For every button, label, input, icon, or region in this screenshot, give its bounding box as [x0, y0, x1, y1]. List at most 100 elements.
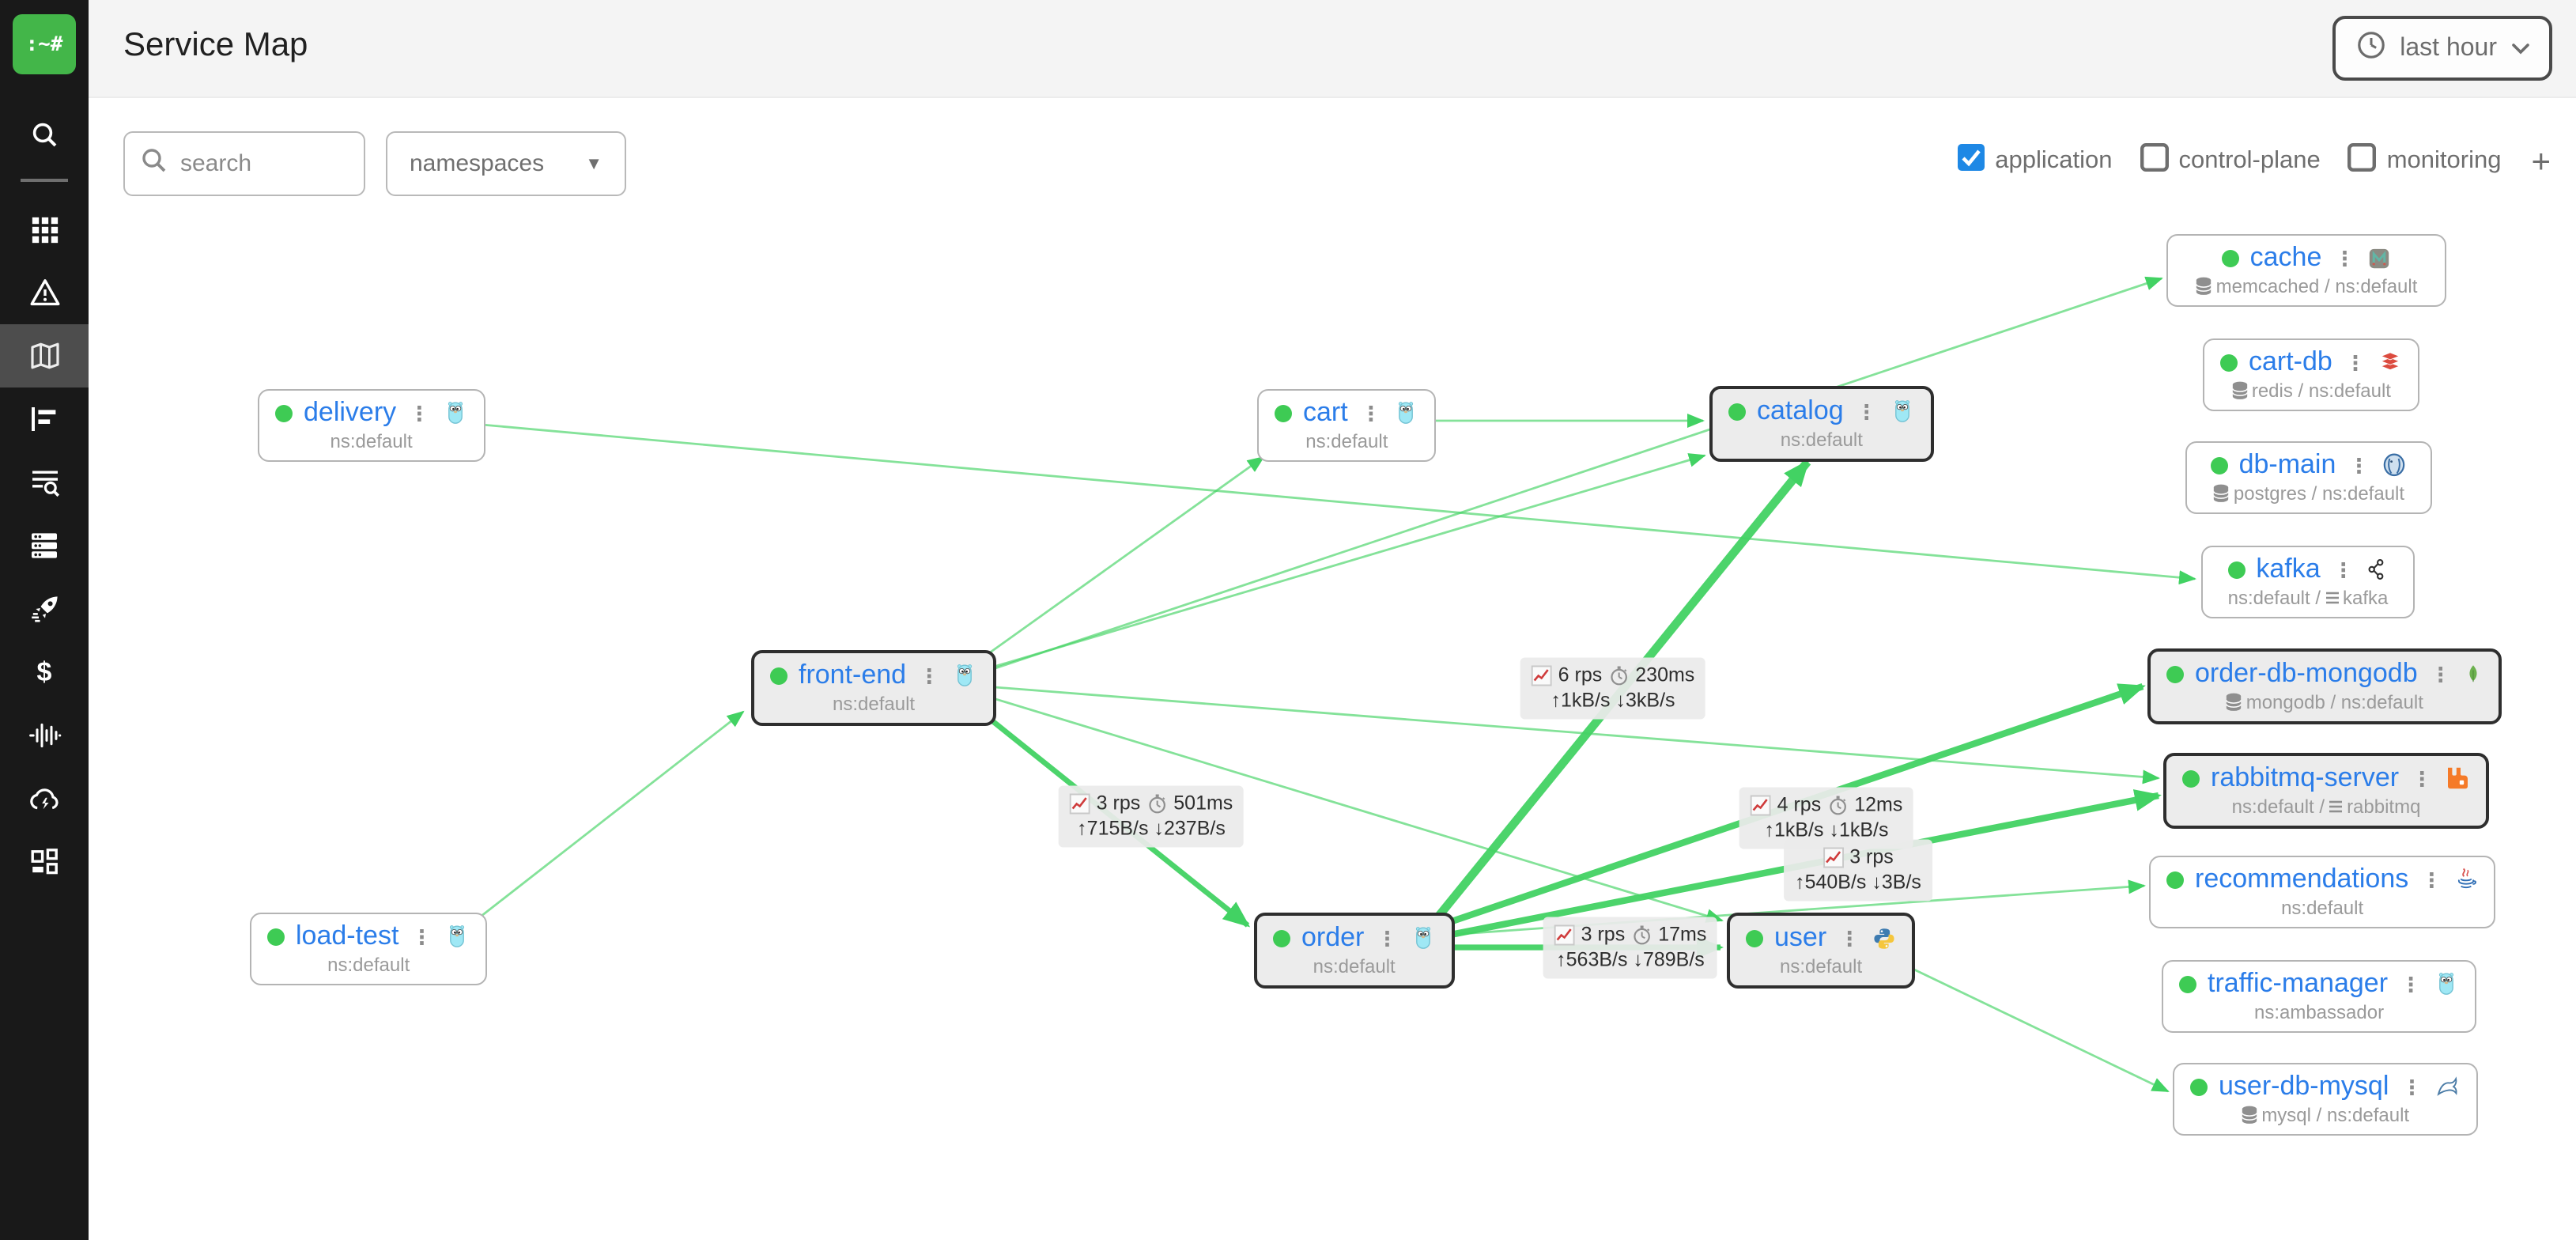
namespaces-select[interactable]: namespaces ▼ — [386, 131, 626, 196]
node-order-db-mongodb[interactable]: order-db-mongodb⋮mongodb / ns:default — [2147, 648, 2502, 724]
checkbox-unchecked-icon — [2347, 142, 2378, 180]
kebab-menu-icon[interactable]: ⋮ — [919, 663, 940, 687]
node-cart[interactable]: cart⋮ns:default — [1257, 389, 1437, 462]
node-label[interactable]: order — [1301, 922, 1365, 952]
database-icon — [2213, 484, 2230, 503]
node-rabbitmq-server[interactable]: rabbitmq-server ⋮ ns:default / rabbitmq — [2163, 753, 2490, 829]
chart-icon — [1531, 664, 1552, 686]
kebab-menu-icon[interactable]: ⋮ — [2348, 453, 2370, 477]
edge-load-test-to-front-end — [463, 710, 745, 932]
kebab-menu-icon[interactable]: ⋮ — [2401, 1075, 2423, 1098]
node-label[interactable]: user — [1774, 922, 1827, 952]
kebab-menu-icon[interactable]: ⋮ — [2421, 868, 2442, 891]
edge-latency: 17ms — [1658, 923, 1707, 946]
filter-checkbox-monitoring[interactable]: monitoring — [2347, 142, 2501, 180]
sidebar-item-logs[interactable] — [0, 451, 89, 514]
node-label[interactable]: user-db-mysql — [2219, 1071, 2389, 1101]
node-kafka[interactable]: kafka⋮ns:default / kafka — [2201, 546, 2415, 618]
node-label[interactable]: kafka — [2256, 554, 2321, 584]
search-box — [123, 131, 365, 196]
kebab-menu-icon[interactable]: ⋮ — [1360, 401, 1381, 425]
node-label[interactable]: traffic-manager — [2208, 968, 2389, 998]
node-label[interactable]: rabbitmq-server — [2211, 762, 2400, 792]
filter-checkbox-control-plane[interactable]: control-plane — [2140, 142, 2321, 180]
status-dot — [770, 667, 788, 684]
node-cart-db[interactable]: cart-db⋮redis / ns:default — [2203, 338, 2419, 411]
node-label[interactable]: front-end — [799, 660, 907, 690]
node-db-main[interactable]: db-main ⋮ postgres / ns:default — [2185, 441, 2432, 514]
kebab-menu-icon[interactable]: ⋮ — [2412, 766, 2433, 790]
node-subtitle: ns:default / rabbitmq — [2182, 796, 2470, 818]
node-label[interactable]: cart — [1303, 397, 1348, 427]
sidebar-item-service-map[interactable] — [0, 324, 89, 388]
edge-rps: 3 rps — [1096, 792, 1141, 815]
kebab-menu-icon[interactable]: ⋮ — [409, 401, 430, 425]
checkbox-unchecked-icon — [2140, 142, 2170, 180]
edge-front-end-to-cache — [964, 276, 2163, 680]
sidebar-item-profiling[interactable] — [0, 704, 89, 767]
node-subtitle: ns:default — [275, 430, 467, 452]
node-order[interactable]: order⋮ns:default — [1254, 913, 1455, 989]
node-label[interactable]: cart-db — [2249, 346, 2332, 376]
kebab-menu-icon[interactable]: ⋮ — [1839, 926, 1860, 950]
node-subtitle-text: ns:default — [327, 954, 410, 976]
node-label[interactable]: delivery — [304, 397, 397, 427]
status-dot — [2210, 456, 2228, 474]
status-dot — [2166, 665, 2184, 682]
sidebar-item-cloud[interactable] — [0, 767, 89, 830]
kebab-menu-icon[interactable]: ⋮ — [1377, 926, 1398, 950]
workload-icon — [2328, 799, 2344, 815]
sidebar-item-deploys[interactable] — [0, 577, 89, 641]
chart-icon — [1822, 846, 1844, 868]
database-icon — [2226, 693, 2243, 712]
node-front-end[interactable]: front-end ⋮ns:default — [751, 650, 997, 726]
kebab-menu-icon[interactable]: ⋮ — [2344, 350, 2366, 374]
node-load-test[interactable]: load-test ⋮ns:default — [250, 913, 488, 985]
edge-label-order→rabbitmq-server: 3 rps↑540B/s ↓3B/s — [1784, 839, 1932, 901]
node-subtitle-text: postgres / ns:default — [2233, 482, 2405, 505]
node-label[interactable]: catalog — [1757, 395, 1844, 425]
sidebar-item-alerts[interactable] — [0, 261, 89, 324]
node-subtitle-text: mysql / ns:default — [2261, 1104, 2410, 1126]
kebab-menu-icon[interactable]: ⋮ — [2430, 662, 2451, 686]
kebab-menu-icon[interactable]: ⋮ — [411, 924, 432, 948]
kebab-menu-icon[interactable]: ⋮ — [2332, 558, 2354, 581]
node-subtitle-text: rabbitmq — [2347, 796, 2421, 818]
node-label[interactable]: cache — [2249, 242, 2322, 272]
node-traffic-manager[interactable]: traffic-manager⋮ns:ambassador — [2162, 960, 2477, 1033]
node-recommendations[interactable]: recommendations ⋮ ns:default — [2149, 856, 2496, 928]
node-user-db-mysql[interactable]: user-db-mysql ⋮ mysql / ns:default — [2173, 1063, 2478, 1136]
edge-up-bytes: ↑563B/s — [1556, 949, 1628, 971]
sidebar-item-traces[interactable] — [0, 388, 89, 451]
node-catalog[interactable]: catalog⋮ns:default — [1709, 386, 1934, 462]
node-delivery[interactable]: delivery ⋮ ns:default — [258, 389, 485, 462]
node-subtitle: ns:default — [2166, 897, 2478, 919]
search-input[interactable] — [180, 150, 338, 177]
node-label[interactable]: db-main — [2238, 449, 2336, 479]
add-filter-button[interactable]: + — [2531, 143, 2551, 180]
sidebar-item-cost[interactable]: $ — [0, 641, 89, 704]
postgres-icon — [2381, 452, 2407, 478]
edge-front-end-to-cart — [964, 456, 1265, 672]
node-user[interactable]: user⋮ns:default — [1727, 913, 1916, 989]
sidebar-item-integrations[interactable] — [0, 830, 89, 894]
kebab-menu-icon[interactable]: ⋮ — [2400, 972, 2422, 996]
sidebar-item-search[interactable] — [0, 103, 89, 166]
node-label[interactable]: order-db-mongodb — [2195, 658, 2418, 688]
node-subtitle-text: ns:default — [833, 693, 916, 715]
node-subtitle-text: ns:default / — [2231, 796, 2325, 818]
time-range-picker[interactable]: last hour — [2332, 16, 2552, 81]
filter-checkbox-application[interactable]: application — [1955, 142, 2113, 180]
edge-up-bytes: ↑715B/s — [1077, 818, 1149, 840]
sidebar-item-infrastructure[interactable] — [0, 514, 89, 577]
kebab-menu-icon[interactable]: ⋮ — [2334, 246, 2355, 270]
node-label[interactable]: recommendations — [2195, 864, 2409, 894]
node-label[interactable]: load-test — [296, 921, 399, 951]
sidebar-item-apps[interactable] — [0, 198, 89, 261]
kebab-menu-icon[interactable]: ⋮ — [1856, 399, 1877, 423]
node-cache[interactable]: cache⋮memcached / ns:default — [2166, 234, 2446, 307]
edge-user-to-user-db-mysql — [1894, 958, 2170, 1093]
app-logo[interactable]: :~# — [13, 14, 76, 74]
